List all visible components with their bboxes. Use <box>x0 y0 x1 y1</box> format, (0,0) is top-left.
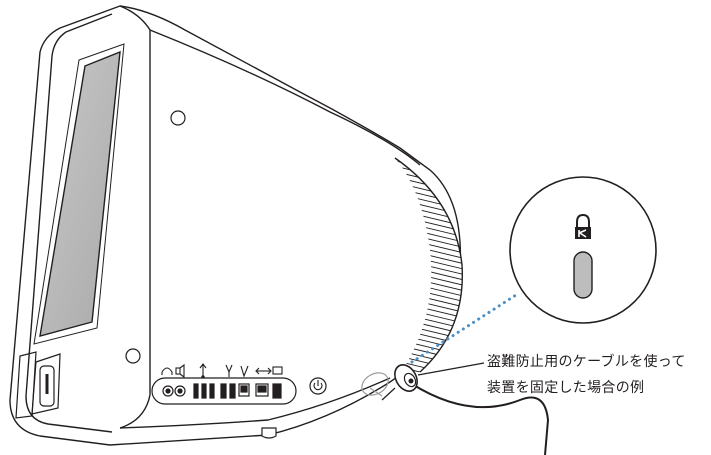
drive-panel <box>15 351 61 419</box>
security-cable <box>381 364 550 455</box>
video-port <box>272 383 282 399</box>
video-out-icon <box>272 366 283 375</box>
power-button <box>309 377 327 395</box>
usb-port-2 <box>201 383 207 399</box>
firewire-port-1 <box>220 383 227 399</box>
callout-pointer-line <box>417 362 485 376</box>
stand-foot <box>261 427 277 439</box>
display-screen <box>39 50 121 337</box>
ethernet-icon <box>255 367 272 375</box>
emac-body <box>9 5 462 446</box>
magnified-slot <box>573 251 593 299</box>
callout-text-line-1: 盗難防止用のケーブルを使って <box>487 354 686 370</box>
modem-icon <box>240 365 249 378</box>
firewire-port-2 <box>229 383 236 399</box>
callout-text-line-2: 装置を固定した場合の例 <box>487 380 645 396</box>
screw-hole-top <box>170 110 186 126</box>
port-panel <box>151 377 297 405</box>
usb-port-1 <box>193 383 199 399</box>
port-icons <box>161 363 283 379</box>
usb-port-3 <box>209 383 215 399</box>
kensington-lock-icon <box>575 213 591 239</box>
speaker-icon <box>175 363 185 379</box>
callout-leader-dots <box>410 293 518 364</box>
power-icon <box>313 380 323 391</box>
magnified-security-slot <box>509 176 657 324</box>
screw-hole-bottom <box>125 348 141 364</box>
headphone-icon <box>161 367 173 375</box>
firewire-icon <box>225 364 233 377</box>
security-slot-area <box>361 372 389 397</box>
